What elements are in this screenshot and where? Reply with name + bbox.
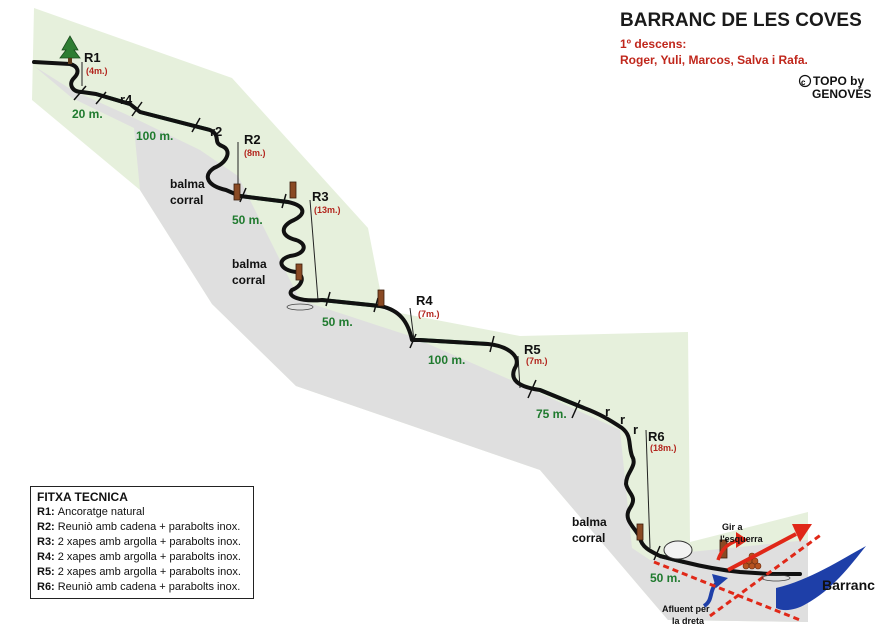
place-label: balma xyxy=(170,177,205,191)
technical-sheet: FITXA TECNICA R1:Ancoratge natural R2:Re… xyxy=(30,486,254,599)
jump-label: r xyxy=(620,412,625,427)
legend-text: 2 xapes amb argolla + parabolts inox. xyxy=(57,566,241,578)
team-names: Roger, Yuli, Marcos, Salva i Rafa. xyxy=(620,53,808,67)
topo-author: GENOVÉS xyxy=(812,86,871,101)
rappel-label: R1 xyxy=(84,50,101,65)
place-label: balma xyxy=(572,515,607,529)
legend-row: R1:Ancoratge natural xyxy=(37,505,248,520)
place-label: corral xyxy=(232,273,265,287)
jump-label: r4 xyxy=(120,92,133,107)
boulder-icon xyxy=(663,540,693,560)
distance-labels: 20 m. 100 m. 50 m. 50 m. 100 m. 75 m. 50… xyxy=(72,107,681,585)
distance-label: 100 m. xyxy=(428,353,465,367)
anchor-post xyxy=(295,263,303,281)
rappel-height: (4m.) xyxy=(86,66,108,76)
section-ticks xyxy=(73,85,661,561)
svg-text:c: c xyxy=(801,78,806,87)
small-jump-labels: r4 r2 r r r xyxy=(120,92,638,437)
legend-text: 2 xapes amb argolla + parabolts inox. xyxy=(57,551,241,563)
rappel-lines xyxy=(81,62,651,549)
turn-left-arrow xyxy=(716,538,739,561)
tributary-label: la dreta xyxy=(672,616,705,626)
legend-key: R6: xyxy=(37,581,55,593)
exit-arrow-line xyxy=(727,532,797,572)
technical-sheet-title: FITXA TECNICA xyxy=(37,490,128,504)
distance-label: 100 m. xyxy=(136,129,173,143)
rappel-label: R5 xyxy=(524,342,541,357)
legend-row: R3:2 xapes amb argolla + parabolts inox. xyxy=(37,535,248,550)
anchor-post xyxy=(377,289,385,307)
rappel-label: R6 xyxy=(648,429,665,444)
rappel-label: R4 xyxy=(416,293,433,308)
river-barranc xyxy=(776,546,866,611)
distance-label: 50 m. xyxy=(322,315,353,329)
legend-text: Reuniò amb cadena + parabolts inox. xyxy=(57,581,241,593)
rappel-height: (18m.) xyxy=(650,443,677,453)
rappel-label: R2 xyxy=(244,132,261,147)
signature-mark xyxy=(286,303,791,582)
legend-row: R5:2 xapes amb argolla + parabolts inox. xyxy=(37,565,248,580)
legend-key: R4: xyxy=(37,551,55,563)
legend-key: R2: xyxy=(37,521,55,533)
rappel-label: R3 xyxy=(312,189,329,204)
exit-path-dashed xyxy=(653,560,801,622)
legend-key: R1: xyxy=(37,506,55,518)
tree-icon xyxy=(59,35,81,64)
place-labels: balma corral balma corral balma corral xyxy=(170,177,607,545)
place-label: corral xyxy=(572,531,605,545)
distance-label: 75 m. xyxy=(536,407,567,421)
jump-label: r xyxy=(605,404,610,419)
rappel-height: (7m.) xyxy=(418,309,440,319)
exit-arrow-head xyxy=(792,524,812,542)
rappel-height: (8m.) xyxy=(244,148,266,158)
anchor-post xyxy=(289,181,297,199)
rappel-height: (7m.) xyxy=(526,356,548,366)
rappel-height: (13m.) xyxy=(314,205,341,215)
distance-label: 50 m. xyxy=(232,213,263,227)
distance-label: 50 m. xyxy=(650,571,681,585)
topo-credit: TOPO by xyxy=(813,74,864,88)
copyright-icon xyxy=(798,74,812,88)
place-label: corral xyxy=(170,193,203,207)
rappel-labels: R1 (4m.) R2 (8m.) R3 (13m.) R4 (7m.) R5 … xyxy=(84,50,677,453)
legend-key: R5: xyxy=(37,566,55,578)
legend-row: R6:Reuniò amb cadena + parabolts inox. xyxy=(37,580,248,595)
turn-label: l'esquerra xyxy=(720,534,764,544)
turn-label: Gir a xyxy=(722,522,744,532)
legend-text: Ancoratge natural xyxy=(57,506,145,518)
legend-key: R3: xyxy=(37,536,55,548)
anchor-post xyxy=(636,523,644,541)
river-label: Barranc xyxy=(822,577,875,593)
legend-text: 2 xapes amb argolla + parabolts inox. xyxy=(57,536,241,548)
page-title: BARRANC DE LES COVES xyxy=(620,10,862,31)
jump-label: r xyxy=(633,422,638,437)
place-label: balma xyxy=(232,257,267,271)
legend-row: R4:2 xapes amb argolla + parabolts inox. xyxy=(37,550,248,565)
tributary-label: Afluent per xyxy=(662,604,710,614)
legend-text: Reuniò amb cadena + parabolts inox. xyxy=(57,521,241,533)
distance-label: 20 m. xyxy=(72,107,103,121)
legend-row: R2:Reuniò amb cadena + parabolts inox. xyxy=(37,520,248,535)
jump-label: r2 xyxy=(210,124,222,139)
first-descent-label: 1º descens: xyxy=(620,37,686,51)
anchor-post xyxy=(233,183,241,201)
right-bank-area xyxy=(34,66,808,622)
exit-route-dashed xyxy=(709,532,823,618)
stream-path xyxy=(32,60,802,576)
